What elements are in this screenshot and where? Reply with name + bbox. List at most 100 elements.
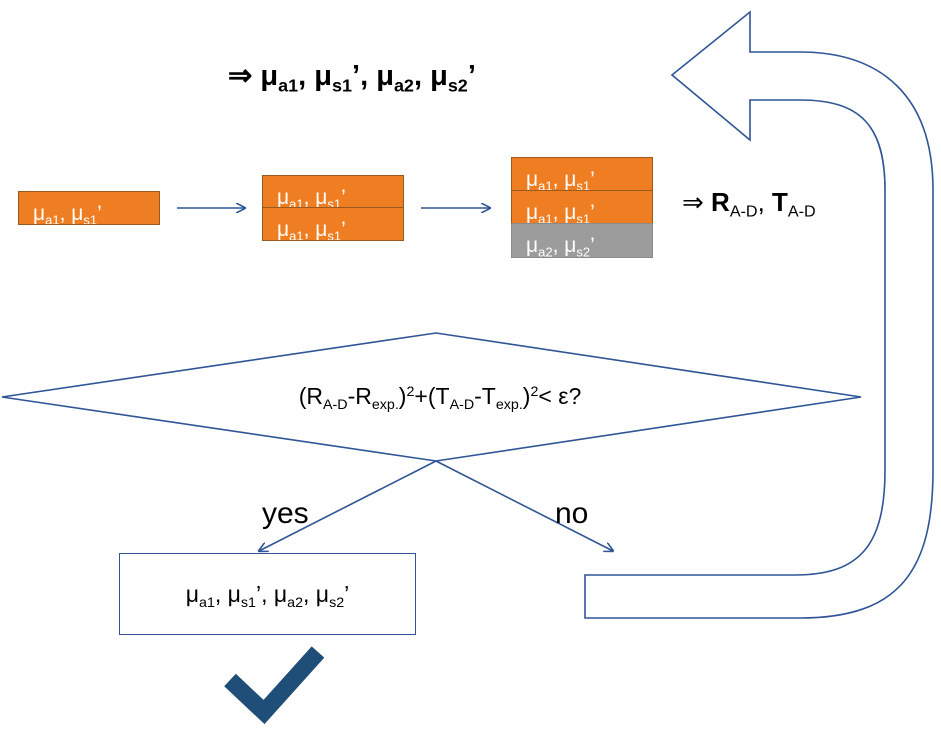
subscript: s1 xyxy=(83,212,98,225)
r-symbol: R xyxy=(711,187,730,217)
result-box: μa1, μs1’, μa2, μs2’ xyxy=(119,553,416,635)
subscript: a1 xyxy=(289,196,304,208)
subscript: a2 xyxy=(393,75,414,96)
yes-arrow xyxy=(259,460,437,551)
paren: ( xyxy=(298,383,307,409)
separator: , xyxy=(59,202,72,225)
subscript: A-D xyxy=(449,396,475,413)
subscript: a2 xyxy=(287,594,304,611)
prime: ’ xyxy=(352,60,361,92)
mu-symbol: μ xyxy=(227,580,241,607)
prime: ’ xyxy=(590,201,595,224)
subscript: s2 xyxy=(576,244,591,258)
subscript: A-D xyxy=(729,202,758,221)
mu-symbol: μ xyxy=(430,60,448,92)
prime: ’ xyxy=(467,60,476,92)
t-symbol: T xyxy=(435,383,450,409)
subscript: s1 xyxy=(332,75,352,96)
layer-1-single: μa1, μs1’ xyxy=(18,191,160,225)
decision-diamond xyxy=(1,332,862,462)
subscript: s1 xyxy=(327,196,342,208)
mu-symbol: μ xyxy=(277,186,290,208)
subscript: A-D xyxy=(323,396,348,413)
minus: - xyxy=(347,383,356,409)
subscript: a1 xyxy=(199,594,215,611)
subscript: a1 xyxy=(289,228,304,241)
mu-symbol: μ xyxy=(315,186,328,208)
separator: , xyxy=(303,218,316,241)
layer-3-middle: μa1, μs1’ xyxy=(511,190,653,224)
prime: ’ xyxy=(97,202,102,225)
separator: , xyxy=(360,60,377,92)
prime: ’ xyxy=(344,580,350,607)
mu-symbol: μ xyxy=(33,202,46,225)
layer-3-bottom-grey: μa2, μs2’ xyxy=(511,223,653,258)
mu-symbol: μ xyxy=(315,580,330,607)
mu-symbol: μ xyxy=(314,60,332,92)
prime: ’ xyxy=(590,168,595,191)
subscript: a1 xyxy=(538,178,553,191)
t-symbol: T xyxy=(481,383,496,409)
mu-symbol: μ xyxy=(315,218,328,241)
subscript: exp. xyxy=(371,396,399,413)
minus: - xyxy=(474,383,482,409)
paren: ) xyxy=(398,383,407,409)
separator: , xyxy=(214,580,228,607)
t-symbol: T xyxy=(772,187,788,217)
layer-2-bottom: μa1, μs1’ xyxy=(262,207,404,241)
no-label: no xyxy=(555,497,589,530)
subscript: s1 xyxy=(327,228,342,241)
check-icon xyxy=(224,646,325,725)
separator: , xyxy=(552,168,565,191)
no-arrow xyxy=(435,460,613,551)
subscript: a1 xyxy=(278,75,299,96)
separator: , xyxy=(552,234,565,257)
subscript: s1 xyxy=(576,178,591,191)
subscript: s1 xyxy=(576,211,591,224)
subscript: s2 xyxy=(329,594,345,611)
mu-symbol: μ xyxy=(260,60,279,92)
layer-2-top: μa1, μs1’ xyxy=(262,175,404,208)
subscript: s1 xyxy=(240,594,256,611)
mu-symbol: μ xyxy=(376,60,394,92)
r-symbol: R xyxy=(355,383,372,409)
separator: , xyxy=(552,201,565,224)
layer-3-top: μa1, μs1’ xyxy=(511,157,653,191)
implies-symbol: ⇒ xyxy=(682,187,704,217)
mu-symbol: μ xyxy=(185,580,200,607)
separator: , xyxy=(261,580,274,607)
paren: ( xyxy=(427,383,436,409)
separator: , xyxy=(303,580,316,607)
yes-label: yes xyxy=(262,497,309,530)
mu-symbol: μ xyxy=(564,168,577,191)
mu-symbol: μ xyxy=(71,202,84,225)
prime: ’ xyxy=(341,186,346,208)
implies-symbol: ⇒ xyxy=(228,60,253,92)
superscript: 2 xyxy=(530,384,539,401)
subscript: a1 xyxy=(45,212,60,225)
subscript: a2 xyxy=(538,244,553,258)
subscript: a1 xyxy=(538,211,553,224)
mu-symbol: μ xyxy=(273,580,288,607)
return-arrow xyxy=(584,10,934,619)
mu-symbol: μ xyxy=(277,218,290,241)
prime: ’ xyxy=(590,234,595,257)
mu-symbol: μ xyxy=(526,234,539,257)
separator: , xyxy=(413,60,431,92)
r-symbol: R xyxy=(306,383,324,409)
optical-parameters-heading: ⇒ μa1, μs1’, μa2, μs2’ xyxy=(228,58,476,96)
mu-symbol: μ xyxy=(564,201,577,224)
prime: ’ xyxy=(341,218,346,241)
decision-condition: (RA-D-Rexp.)2+(TA-D-Texp.)2< ε? xyxy=(0,383,880,413)
mu-symbol: μ xyxy=(526,168,539,191)
mu-symbol: μ xyxy=(526,201,539,224)
prime: ’ xyxy=(255,580,262,607)
paren: ) xyxy=(522,383,531,409)
reflectance-transmittance-result: ⇒ RA-D, TA-D xyxy=(682,187,816,221)
separator: , xyxy=(303,186,316,208)
superscript: 2 xyxy=(406,384,415,401)
threshold: < ε? xyxy=(538,383,582,409)
plus: + xyxy=(414,383,428,409)
subscript: s2 xyxy=(447,75,468,96)
